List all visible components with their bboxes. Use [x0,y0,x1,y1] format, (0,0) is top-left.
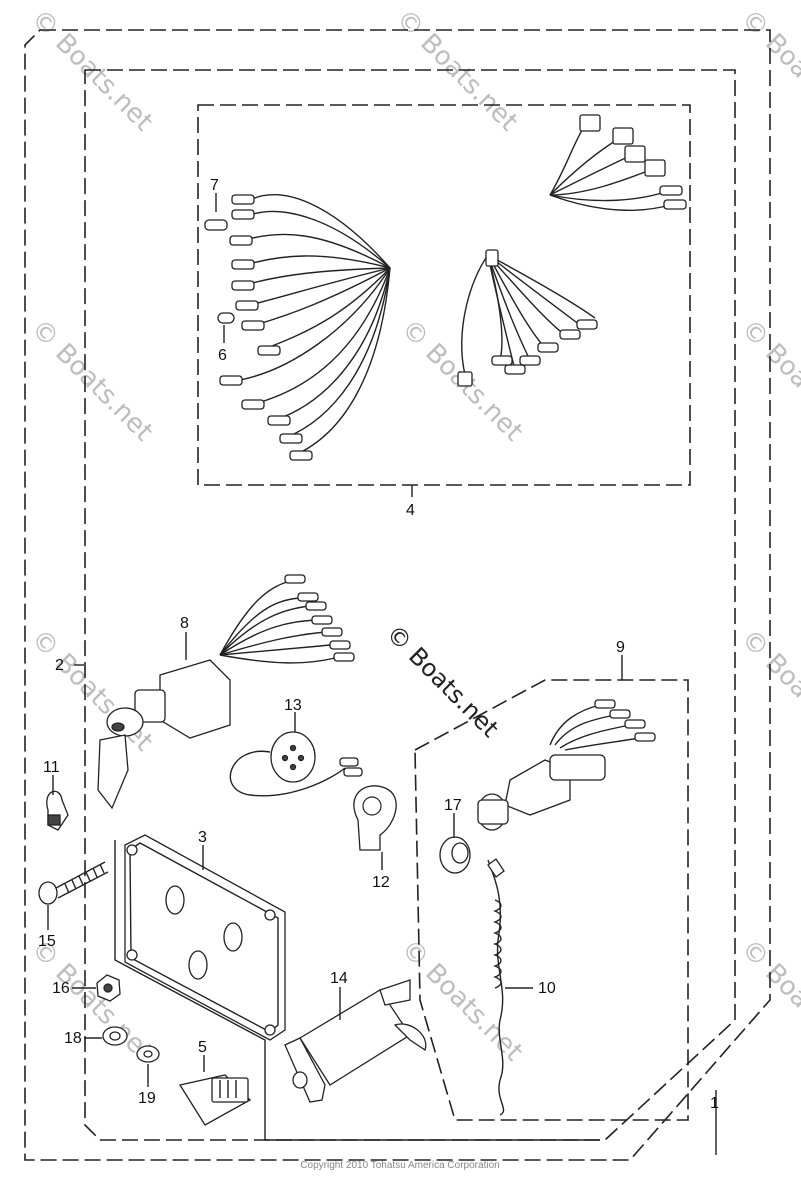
callout-14: 14 [330,970,348,987]
frame-assembly-1 [24,29,771,1161]
callout-6: 6 [218,347,227,364]
callout-11: 11 [43,759,60,776]
main-switch-8 [97,574,355,810]
harness-lower-terminals [457,319,598,387]
callout-3: 3 [198,829,207,846]
callout-9: 9 [616,639,625,656]
callout-17: 17 [444,797,462,814]
callout-12: 12 [372,874,390,891]
watermark-text: © Boats.net [735,314,801,447]
plug-13 [229,731,363,797]
watermark-text: © Boats.net [735,624,801,757]
harness-coupler-group [579,114,687,210]
nut-17 [439,836,471,874]
callout-7: 7 [210,177,219,194]
cord-holder-11 [46,790,69,831]
washer-18 [102,1026,128,1046]
frame-harness-4 [197,104,691,486]
frame-bracket-group [114,840,600,1141]
callout-15: 15 [38,933,56,950]
clip-12 [353,785,397,851]
center-watermark: © Boats.net [381,619,504,742]
harness-terminal-group [219,194,313,461]
callout-2: 2 [55,657,64,674]
wire-harness-main [204,114,687,461]
callout-16: 16 [52,980,70,997]
callout-labels: 7 6 4 8 2 9 13 11 17 3 12 15 14 10 16 18… [38,177,719,1112]
bullet-terminal-6 [217,312,235,324]
copyright-text: Copyright 2010 Tohatsu America Corporati… [300,1160,499,1171]
callout-19: 19 [138,1090,156,1107]
watermark-text: © Boats.net [735,934,801,1067]
coupler-5 [178,1074,252,1126]
mount-plate-3 [124,834,286,1041]
callout-1: 1 [710,1095,719,1112]
watermark-text: © Boats.net [395,934,528,1067]
watermark-text: © Boats.net [735,4,801,137]
bracket-14 [284,979,427,1103]
leader-lines [47,193,717,1155]
lanyard-10 [487,858,505,1116]
frame-switch-9 [414,679,689,1121]
washer-19 [136,1045,160,1063]
stop-switch-9 [477,699,656,831]
callout-4: 4 [406,502,415,519]
callout-10: 10 [538,980,556,997]
callout-18: 18 [64,1030,82,1047]
watermark-text: © Boats.net [25,314,158,447]
callout-5: 5 [198,1039,207,1056]
nut-16 [96,974,121,1002]
callout-13: 13 [284,697,302,714]
frame-assembly-2 [84,69,736,1141]
terminal-sleeve-7 [204,219,228,231]
screw-15 [38,861,109,905]
callout-8: 8 [180,615,189,632]
